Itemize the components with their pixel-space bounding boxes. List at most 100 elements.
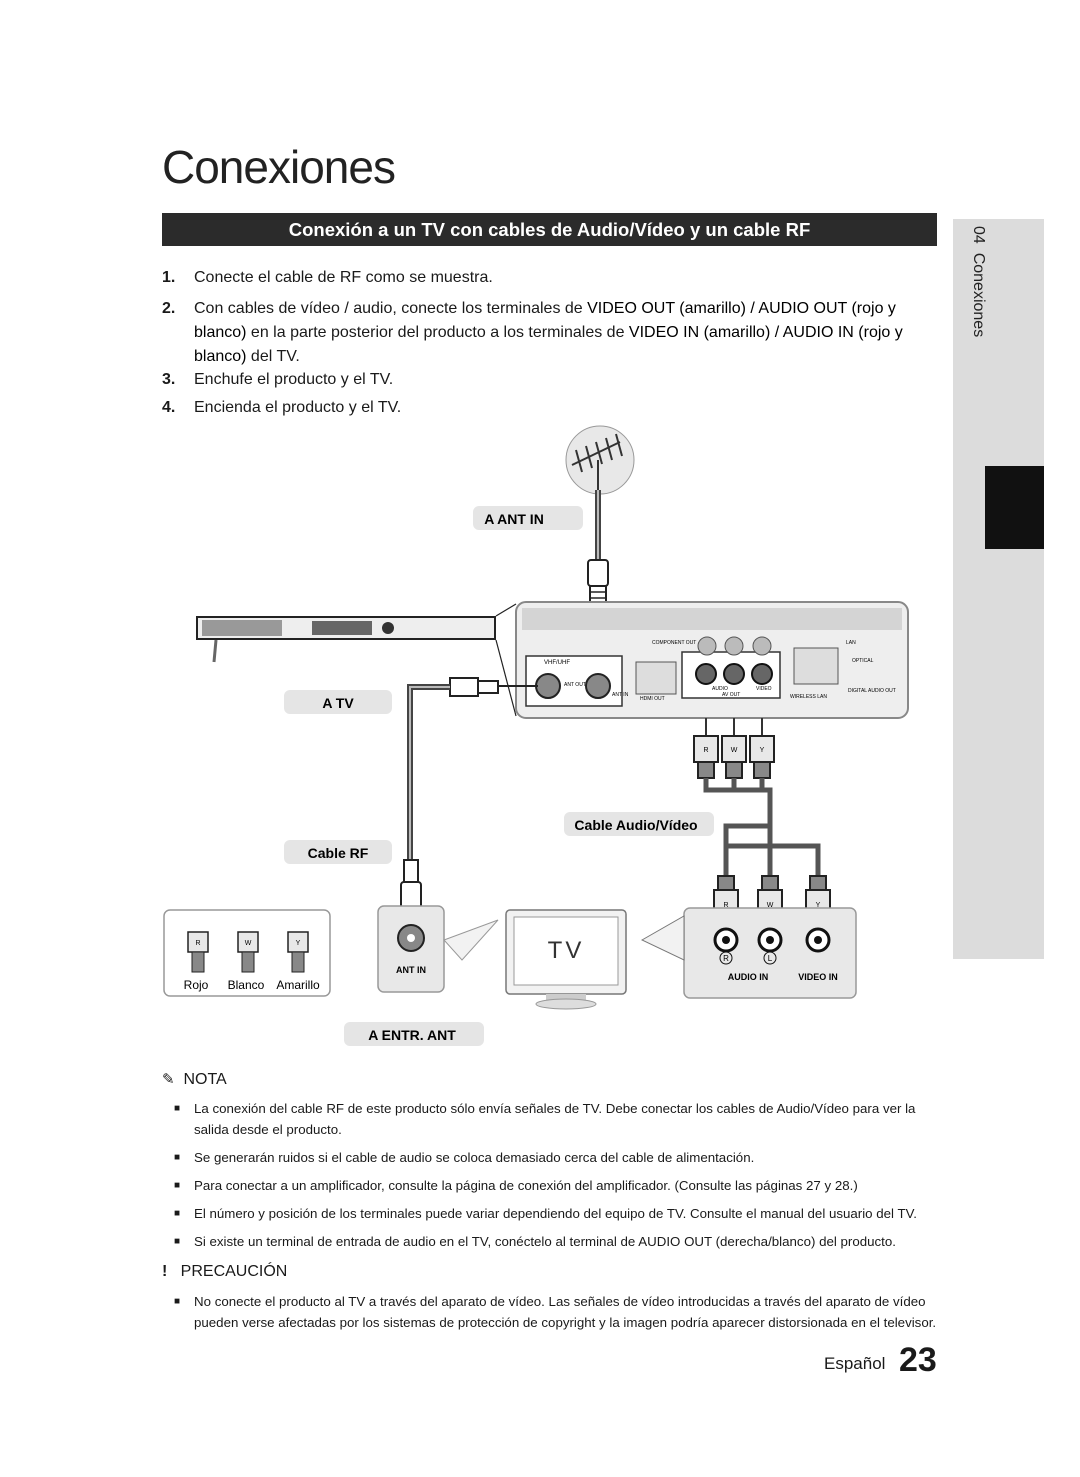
plug-r-label: R: [703, 747, 708, 754]
legend-blanco: Blanco: [228, 978, 265, 992]
tv-icon: TV: [505, 909, 685, 1010]
caution-text: No conecte el producto al TV a través de…: [194, 1294, 937, 1330]
note-item: ■ Para conectar a un amplificador, consul…: [174, 1175, 939, 1196]
step-1: 1. Conecte el cable de RF como se muestr…: [162, 266, 942, 290]
connection-diagram: A ANT IN VHF/UHF ANT OUT ANT IN HDMI OUT…: [163, 425, 909, 1046]
step-3: 3. Enchufe el producto y el TV.: [162, 368, 942, 392]
step-2: 2. Con cables de vídeo / audio, conecte …: [162, 297, 942, 369]
tv-av-input-panel: R L AUDIO IN VIDEO IN: [683, 907, 857, 999]
step-text: Con cables de vídeo / audio, conecte los…: [194, 297, 942, 369]
legend-amarillo: Amarillo: [276, 978, 320, 992]
step-number: 3.: [162, 371, 176, 388]
step-text-part: en la parte posterior del producto a los…: [246, 324, 629, 341]
note-item: ■ Se generarán ruidos si el cable de audi…: [174, 1147, 939, 1168]
panel-lan-label: LAN: [846, 640, 856, 646]
panel-optical-label: OPTICAL: [852, 658, 874, 664]
caution-heading-text: PRECAUCIÓN: [180, 1263, 288, 1280]
legend-plug-r: R: [195, 940, 200, 947]
note-text-part: (derecha/blanco) del producto.: [711, 1234, 896, 1249]
rf-plug-side: [449, 677, 499, 697]
chapter-side-tab-label: 04 Conexiones: [970, 226, 987, 338]
label-tv: A TV: [284, 690, 392, 714]
panel-component-label: COMPONENT OUT: [652, 640, 696, 646]
rf-plug-top: [587, 559, 609, 607]
label-cable-av-text: Cable Audio/Vídeo: [574, 817, 697, 833]
plug-y-label: Y: [760, 747, 765, 754]
bullet-icon: ■: [174, 1180, 181, 1191]
step-4: 4. Encienda el producto y el TV.: [162, 396, 942, 420]
jack-l-label: L: [768, 954, 773, 963]
note-text: Para conectar a un amplificador, consult…: [194, 1178, 858, 1193]
player-rear-panel: VHF/UHF ANT OUT ANT IN HDMI OUT COMPONEN…: [515, 601, 909, 719]
plug-w-label: W: [767, 902, 774, 909]
video-in-label: VIDEO IN: [798, 972, 838, 982]
jack-r-label: R: [723, 954, 729, 963]
label-ant-in-text: A ANT IN: [484, 511, 544, 527]
panel-video-label: VIDEO: [756, 686, 772, 692]
step-number: 1.: [162, 269, 176, 286]
note-text: Se generarán ruidos si el cable de audio…: [194, 1150, 755, 1165]
audio-in-label: AUDIO IN: [728, 972, 769, 982]
step-text-highlight: VIDEO IN (amarillo) / AUDIO IN (rojo y b…: [194, 324, 903, 365]
section-title-bar: Conexión a un TV con cables de Audio/Víd…: [162, 213, 937, 246]
page-number: 23: [899, 1341, 937, 1379]
legend-plug-w: W: [245, 940, 252, 947]
label-entr-ant: A ENTR. ANT: [344, 1022, 484, 1046]
panel-vhf-label: VHF/UHF: [544, 660, 570, 666]
panel-digital-label: DIGITAL AUDIO OUT: [848, 688, 896, 694]
chapter-side-tab: [953, 219, 1044, 959]
panel-wireless-label: WIRELESS LAN: [790, 694, 827, 700]
rf-plug-bottom: [400, 859, 422, 911]
plug-w-label: W: [731, 747, 738, 754]
legend-rojo: Rojo: [184, 978, 209, 992]
step-text-part: del TV.: [246, 348, 300, 365]
tv-text: TV: [548, 937, 585, 964]
note-heading-text: NOTA: [183, 1071, 227, 1088]
label-cable-rf-text: Cable RF: [308, 845, 369, 861]
panel-ant-out-label: ANT OUT: [564, 682, 586, 688]
step-text: Enchufe el producto y el TV.: [194, 371, 394, 388]
panel-ant-in-label: ANT IN: [612, 692, 629, 698]
label-tv-text: A TV: [322, 695, 354, 711]
note-text: La conexión del cable RF de este product…: [194, 1101, 916, 1137]
antenna-icon: [565, 425, 635, 495]
label-cable-rf: Cable RF: [284, 840, 392, 864]
note-text-highlight: AUDIO OUT: [638, 1234, 712, 1249]
label-entr-ant-text: A ENTR. ANT: [368, 1027, 456, 1043]
caution-item: ■ No conecte el producto al TV a través d…: [174, 1291, 939, 1333]
label-ant-in: A ANT IN: [473, 506, 583, 530]
player-front-icon: [196, 616, 496, 663]
bullet-icon: ■: [174, 1296, 181, 1307]
label-cable-av: Cable Audio/Vídeo: [564, 812, 714, 836]
caution-heading: ! PRECAUCIÓN: [162, 1263, 287, 1281]
note-item: ■ Si existe un terminal de entrada de aud…: [174, 1231, 939, 1252]
step-number: 2.: [162, 300, 176, 317]
bullet-icon: ■: [174, 1103, 181, 1114]
tv-ant-in-panel: ANT IN: [377, 905, 499, 993]
step-text: Encienda el producto y el TV.: [194, 399, 402, 416]
note-text: El número y posición de los terminales p…: [194, 1206, 917, 1221]
plug-y-label: Y: [816, 902, 821, 909]
legend-plug-y: Y: [296, 940, 301, 947]
chapter-side-tab-marker: [985, 466, 1044, 549]
footer-language: Español: [824, 1354, 886, 1373]
page-title: Conexiones: [162, 141, 396, 193]
note-item: ■ La conexión del cable RF de este produc…: [174, 1098, 939, 1140]
cable-color-legend: R W Y Rojo Blanco Amarillo: [163, 909, 331, 997]
bullet-icon: ■: [174, 1152, 181, 1163]
panel-av-out-label: AV OUT: [722, 692, 740, 698]
bullet-icon: ■: [174, 1236, 181, 1247]
note-item: ■ El número y posición de los terminales …: [174, 1203, 939, 1224]
step-text: Conecte el cable de RF como se muestra.: [194, 269, 493, 286]
plug-r-label: R: [723, 902, 728, 909]
exclamation-icon: !: [162, 1263, 168, 1280]
step-text-part: Con cables de vídeo / audio, conecte los…: [194, 300, 588, 317]
av-plugs-top: R W Y: [693, 735, 775, 779]
panel-hdmi-label: HDMI OUT: [640, 696, 665, 702]
note-text-part: Si existe un terminal de entrada de audi…: [194, 1234, 639, 1249]
note-heading: ✎ NOTA: [162, 1070, 227, 1089]
step-text-highlight: VIDEO OUT (amarillo) / AUDIO OUT (rojo y…: [194, 300, 896, 341]
pencil-icon: ✎: [162, 1071, 175, 1088]
bullet-icon: ■: [174, 1208, 181, 1219]
tv-ant-in-label: ANT IN: [396, 965, 426, 975]
